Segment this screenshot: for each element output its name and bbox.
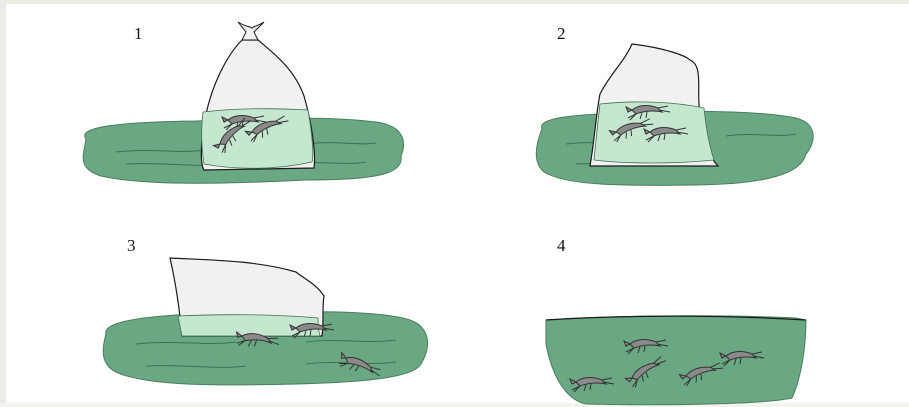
bag-1-knot	[238, 22, 264, 40]
step-2-open-bag-floating	[536, 44, 813, 185]
acclimation-steps-drawing	[6, 4, 909, 407]
water-tank-4	[546, 316, 806, 405]
step-1-sealed-bag-floating	[83, 22, 403, 183]
step-4-shrimp-released	[546, 316, 806, 405]
step-3-bag-tipped-open	[103, 258, 427, 385]
